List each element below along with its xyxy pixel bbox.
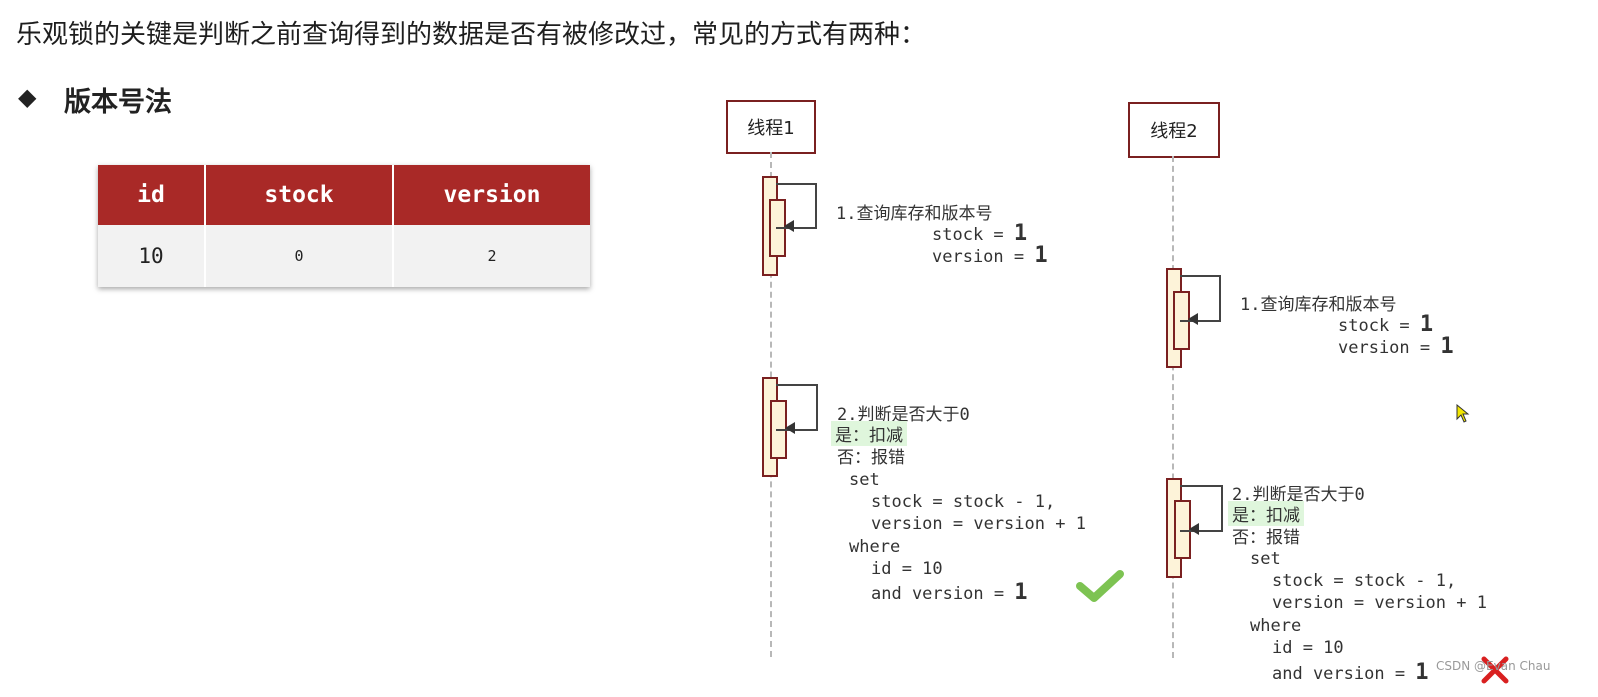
thread2-sql-version-cond: and version = 1	[1272, 660, 1429, 685]
thread2-sql-where: where	[1250, 616, 1302, 636]
thread2-arrow-check-icon	[1189, 523, 1199, 535]
cell-stock: 0	[205, 225, 394, 287]
thread2-sql-version: version = version + 1	[1272, 593, 1487, 613]
thread1-sql-set: set	[849, 470, 880, 490]
table-row: 10 0 2	[98, 225, 590, 287]
thread1-query-stock: stock = 1	[932, 221, 1028, 246]
thread2-box: 线程2	[1128, 102, 1220, 158]
thread2-lifeline	[1172, 156, 1174, 658]
thread1-check-no: 否：报错	[837, 448, 905, 468]
thread2-check-label: 2.判断是否大于0	[1232, 485, 1365, 505]
section-subtitle: 版本号法	[64, 87, 172, 118]
thread1-query-label: 1.查询库存和版本号	[836, 204, 993, 224]
thread1-sql-version: version = version + 1	[871, 514, 1086, 534]
thread1-sql-where: where	[849, 537, 901, 557]
cell-id: 10	[98, 225, 206, 287]
cross-icon	[1481, 656, 1509, 684]
cell-version: 2	[393, 225, 590, 287]
thread1-check-label: 2.判断是否大于0	[837, 405, 970, 425]
check-icon	[1076, 570, 1124, 602]
thread2-sql-stock: stock = stock - 1,	[1272, 571, 1457, 591]
thread1-self-call-query	[776, 183, 817, 229]
thread2-sql-id: id = 10	[1272, 638, 1344, 658]
thread1-sql-id: id = 10	[871, 559, 943, 579]
thread1-arrow-query-icon	[784, 220, 794, 232]
cursor-icon	[1456, 404, 1470, 423]
thread1-box: 线程1	[726, 100, 816, 154]
thread1-self-call-check	[776, 384, 818, 431]
header-id: id	[98, 165, 206, 225]
thread1-arrow-check-icon	[785, 422, 795, 434]
thread2-sql-set: set	[1250, 549, 1281, 569]
header-stock: stock	[205, 165, 394, 225]
thread2-query-label: 1.查询库存和版本号	[1240, 295, 1397, 315]
thread1-sql-stock: stock = stock - 1,	[871, 492, 1056, 512]
page-title: 乐观锁的关键是判断之前查询得到的数据是否有被修改过，常见的方式有两种：	[16, 20, 927, 50]
thread2-check-yes: 是：扣减	[1228, 501, 1304, 526]
table-header-row: id stock version	[98, 165, 590, 225]
thread2-arrow-query-icon	[1188, 313, 1198, 325]
thread2-self-call-query	[1180, 275, 1221, 322]
thread1-query-version: version = 1	[932, 243, 1048, 268]
thread2-query-version: version = 1	[1338, 334, 1454, 359]
thread2-self-call-check	[1180, 485, 1223, 532]
version-table: id stock version 10 0 2	[98, 165, 590, 287]
header-version: version	[393, 165, 590, 225]
thread1-check-yes: 是：扣减	[831, 421, 907, 446]
thread2-check-no: 否：报错	[1232, 528, 1300, 548]
thread2-query-stock: stock = 1	[1338, 312, 1434, 337]
thread1-sql-version-cond: and version = 1	[871, 580, 1028, 605]
watermark: CSDN @Evan Chau	[1436, 659, 1551, 673]
bullet-diamond-icon: ◆	[18, 83, 37, 111]
